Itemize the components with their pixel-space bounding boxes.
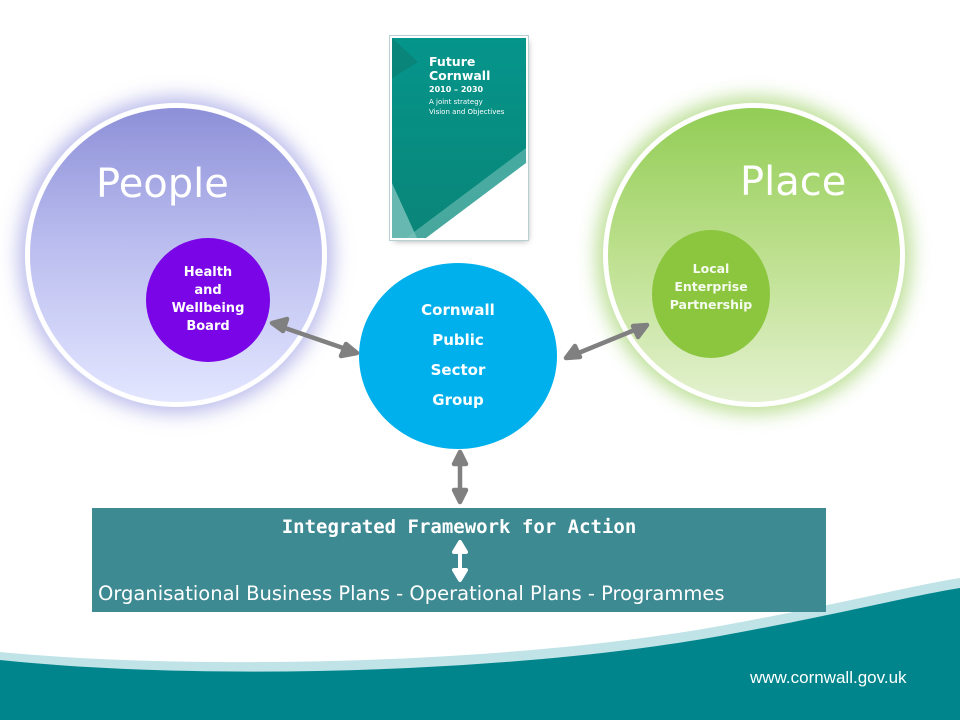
- local-enterprise-partnership-label: Local Enterprise Partnership: [669, 261, 753, 312]
- double-arrow-icon: [563, 322, 650, 361]
- framework-plans-text: Organisational Business Plans - Operatio…: [98, 582, 725, 605]
- cornwall-public-sector-group-node: Cornwall Public Sector Group: [359, 263, 557, 449]
- report-years: 2010 – 2030: [429, 85, 484, 94]
- integrated-framework-box: Integrated Framework for Action Organisa…: [92, 508, 826, 612]
- website-url: www.cornwall.gov.uk: [750, 668, 907, 687]
- people-title: People: [96, 161, 229, 207]
- local-enterprise-partnership-node: Local Enterprise Partnership: [652, 230, 770, 358]
- place-title: Place: [740, 159, 847, 205]
- double-arrow-icon: [269, 316, 360, 359]
- report-title: Future Cornwall: [429, 54, 491, 83]
- double-arrow-icon: [451, 449, 469, 505]
- future-cornwall-report-cover: Future Cornwall 2010 – 2030 A joint stra…: [392, 38, 526, 238]
- double-arrow-icon: [452, 540, 468, 582]
- framework-title: Integrated Framework for Action: [281, 516, 637, 538]
- cornwall-public-sector-group-label: Cornwall Public Sector Group: [421, 301, 495, 409]
- health-wellbeing-board-label: Health and Wellbeing Board: [171, 265, 245, 334]
- report-cover-graphic: [392, 38, 526, 238]
- report-subtitle: A joint strategy Vision and Objectives: [429, 98, 505, 116]
- health-wellbeing-board-node: Health and Wellbeing Board: [146, 238, 270, 362]
